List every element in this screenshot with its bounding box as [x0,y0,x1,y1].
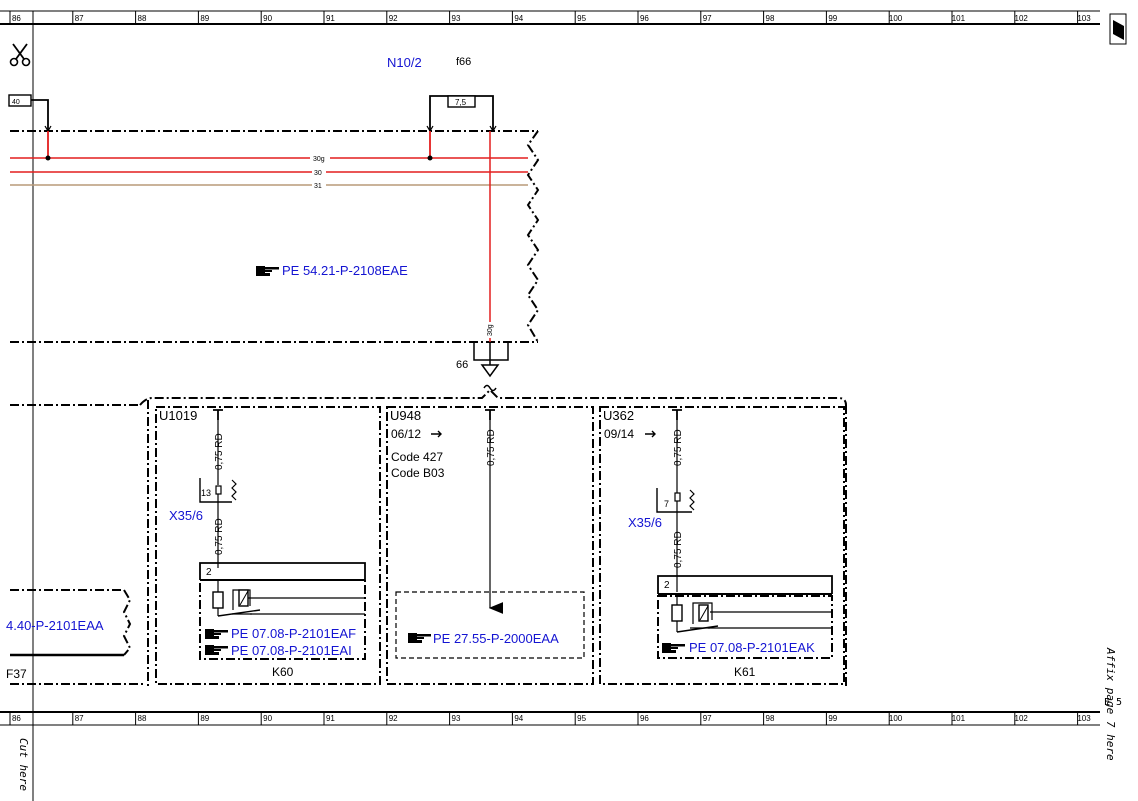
bottom-ruler-column-label: 103 [1077,714,1091,723]
top-ruler-column-label: 89 [200,14,209,23]
bottom-ruler: 86 87 88 89 90 91 92 93 94 95 96 97 98 99 100 101 102 103 [0,711,1100,726]
pin-2-label-k61: 2 [664,580,670,591]
connector-66-label: 66 [456,359,468,371]
pin-13-label: 13 [201,488,211,498]
top-ruler-column-label: 91 [326,14,335,23]
bottom-ruler-column-label: 89 [200,714,209,723]
bottom-ruler-column-label: 86 [12,714,21,723]
bottom-ruler-column-label: 101 [952,714,966,723]
module-label-n10-2: N10/2 [387,55,422,70]
pointing-hand-icon [408,633,431,643]
u362-wire-label-2: 0,75 RD [673,531,684,568]
terminal-40-label: 40 [12,99,20,106]
top-ruler-column-label: 87 [75,14,84,23]
top-ruler-column-label: 95 [577,14,586,23]
left-partial-block [10,589,146,685]
u1019-wire-label-2: 0,75 RD [214,518,225,555]
bottom-ruler-column-label: 95 [577,714,586,723]
ref-pe-27-55: PE 27.55-P-2000EAA [433,631,559,646]
u1019-label: U1019 [159,408,197,423]
top-ruler-column-label: 98 [766,14,775,23]
side-page-label: E 5 [1104,697,1122,708]
u948-wire-label: 0,75 RD [486,429,497,466]
bottom-ruler-column-label: 92 [389,714,398,723]
u948-date: 06/12 [391,427,421,441]
top-ruler-column-label: 99 [828,14,837,23]
u362-block: U362 09/14 0,75 RD 7 X35/6 0,75 RD 2 PE … [599,406,845,685]
top-module-box [10,130,540,343]
ref-pe-54-40-partial: 4.40-P-2101EAA [6,618,104,633]
connector-66 [473,342,509,392]
u948-label: U948 [390,408,421,423]
u362-date: 09/14 [604,427,634,441]
bottom-ruler-column-label: 87 [75,714,84,723]
pointing-hand-icon [662,643,685,653]
u1019-wire-label-1: 0,75 RD [214,433,225,470]
top-ruler-column-label: 86 [12,14,21,23]
top-ruler-column-label: 97 [703,14,712,23]
x35-6-label-left: X35/6 [169,508,203,523]
fuse-rating: 7,5 [455,98,467,107]
top-ruler-column-label: 94 [514,14,523,23]
bottom-ruler-column-label: 98 [766,714,775,723]
affix-note: Affix page 7 here [1104,647,1117,761]
top-ruler: 86 87 88 89 90 91 92 93 94 95 96 97 98 99 100 101 102 103 [0,10,1100,25]
bottom-ruler-column-label: 90 [263,714,272,723]
pointing-hand-icon [256,266,279,276]
u362-label: U362 [603,408,634,423]
bottom-ruler-column-label: 88 [138,714,147,723]
pointing-hand-icon [205,629,228,639]
corner-tab-icon [1109,13,1127,45]
f37-label: F37 [6,667,27,681]
bottom-ruler-column-label: 94 [514,714,523,723]
top-ruler-column-label: 102 [1015,14,1029,23]
code-427: Code 427 [391,450,443,464]
pointing-hand-icon [205,645,228,655]
pin-7-label: 7 [664,499,669,509]
bottom-ruler-column-label: 91 [326,714,335,723]
ref-pe-07-08-eaf: PE 07.08-P-2101EAF [231,626,356,641]
k60-label: K60 [272,665,294,679]
bottom-ruler-column-label: 96 [640,714,649,723]
x35-6-label-right: X35/6 [628,515,662,530]
top-ruler-column-label: 92 [389,14,398,23]
bottom-ruler-column-label: 100 [889,714,903,723]
cut-text: Cut here [17,738,30,791]
bus-wires [10,131,528,342]
pin-2-label-k60: 2 [206,567,212,578]
top-ruler-column-label: 100 [889,14,903,23]
lower-group-outline [10,388,847,686]
fuse-body [447,95,476,108]
ref-pe-54-21: PE 54.21-P-2108EAE [282,263,408,278]
top-ruler-column-label: 103 [1077,14,1091,23]
wire-label-30g: 30g [313,156,325,163]
top-ruler-column-label: 88 [138,14,147,23]
bottom-ruler-column-label: 99 [828,714,837,723]
u1019-block: U1019 0,75 RD 13 X35/6 0,75 RD 2 PE 07.0… [155,406,381,685]
bottom-ruler-column-label: 102 [1015,714,1029,723]
cut-note: Cut here [17,738,30,791]
k61-label: K61 [734,665,756,679]
scissors-icon [9,43,31,67]
affix-text: Affix page 7 here [1104,647,1117,761]
bottom-ruler-column-label: 93 [452,714,461,723]
fuse-label-f66: f66 [456,56,471,68]
top-ruler-column-label: 96 [640,14,649,23]
top-ruler-column-label: 90 [263,14,272,23]
ref-pe-07-08-eak: PE 07.08-P-2101EAK [689,640,815,655]
code-b03: Code B03 [391,466,445,480]
terminal-40-lead [31,99,49,131]
bottom-ruler-column-label: 97 [703,714,712,723]
wire-label-31: 31 [314,183,322,190]
wire-label-30g-vertical: 30g [487,324,494,336]
top-ruler-column-label: 101 [952,14,966,23]
top-ruler-column-label: 93 [452,14,461,23]
u948-block: U948 06/12 Code 427 Code B03 0,75 RD PE … [386,406,594,685]
wire-label-30: 30 [314,170,322,177]
ref-pe-07-08-eai: PE 07.08-P-2101EAI [231,643,352,658]
u362-wire-label-1: 0,75 RD [673,429,684,466]
